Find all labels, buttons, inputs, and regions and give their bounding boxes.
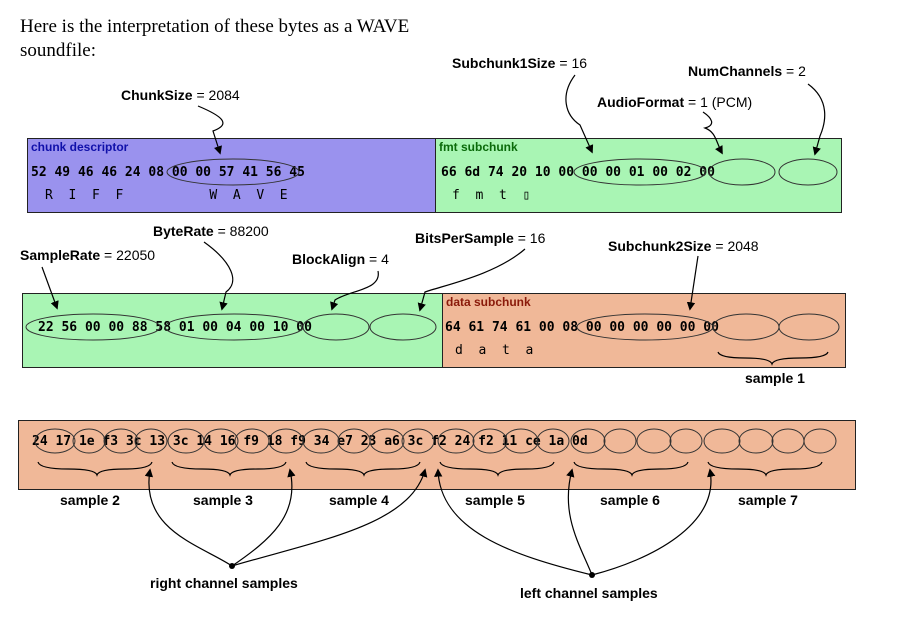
byte-ellipse (25, 313, 161, 341)
label-bits-per-sample: BitsPerSample = 16 (415, 230, 546, 246)
arrow-chunk-size (197, 105, 224, 155)
byte-ellipse (401, 428, 435, 454)
label-audio-format: AudioFormat = 1 (PCM) (597, 94, 753, 110)
label-subchunk1-size: Subchunk1Size = 16 (452, 55, 588, 71)
byte-ellipse (472, 428, 508, 454)
sample-brace (305, 461, 421, 477)
chunk-descriptor-hex: 52 49 46 46 24 08 00 00 57 41 56 45 (31, 165, 305, 180)
right-channel-arrow (231, 468, 428, 567)
byte-ellipse (778, 158, 838, 186)
arrow-byte-rate (203, 241, 234, 311)
arrow-subchunk2-size (686, 255, 699, 311)
label-num-channels: NumChannels = 2 (688, 63, 806, 79)
arrow-bits-per-sample (417, 248, 526, 312)
left-channel-arrow (566, 468, 593, 576)
byte-ellipse (503, 428, 539, 454)
sample-label: sample 6 (600, 492, 660, 508)
sample-data-box (18, 420, 856, 490)
data-subchunk-box (442, 293, 846, 368)
chunk-descriptor-box (27, 138, 436, 213)
byte-ellipse (369, 313, 437, 341)
byte-ellipse (164, 313, 304, 341)
fmt-subchunk-box (435, 138, 842, 213)
left-channel-node (589, 572, 595, 578)
left-channel-label: left channel samples (520, 585, 658, 601)
arrow-subchunk1-size (565, 74, 594, 154)
byte-ellipse (134, 428, 168, 454)
sample-label: sample 2 (60, 492, 120, 508)
byte-ellipse (573, 158, 707, 186)
label-subchunk2-size: Subchunk2Size = 2048 (608, 238, 759, 254)
data-subchunk-hex: 64 61 74 61 00 08 00 00 00 00 00 00 (445, 320, 719, 335)
byte-ellipse (103, 428, 139, 454)
byte-ellipse (72, 428, 106, 454)
byte-ellipse (337, 428, 371, 454)
arrow-sample-rate (41, 266, 59, 310)
byte-ellipse (712, 313, 780, 341)
arrow-num-channels (807, 83, 826, 156)
label-block-align: BlockAlign = 4 (292, 251, 389, 267)
left-channel-arrow (434, 468, 593, 576)
right-channel-arrow (231, 468, 296, 567)
arrow-block-align (330, 270, 379, 311)
byte-ellipse (302, 428, 340, 454)
sample-brace (439, 461, 555, 477)
byte-ellipse (203, 428, 239, 454)
byte-ellipse (302, 313, 370, 341)
right-channel-label: right channel samples (150, 575, 298, 591)
sample-brace (573, 461, 689, 477)
byte-ellipse (437, 428, 475, 454)
fmt-subchunk-caption: fmt subchunk (439, 140, 518, 154)
byte-ellipse (234, 428, 270, 454)
arrow-audio-format (702, 111, 723, 155)
sample-1-brace (717, 351, 829, 366)
sample-label: sample 3 (193, 492, 253, 508)
label-sample-rate: SampleRate = 22050 (20, 247, 156, 263)
fmt-subchunk-ascii: f m t ▯ (452, 188, 531, 203)
byte-ellipse (708, 158, 776, 186)
sample-brace (171, 461, 287, 477)
byte-ellipse (268, 428, 304, 454)
byte-ellipse (738, 428, 774, 454)
sample-label: sample 5 (465, 492, 525, 508)
fmt-subchunk-hex: 66 6d 74 20 10 00 00 00 01 00 02 00 (441, 165, 715, 180)
left-channel-arrow (591, 468, 716, 576)
byte-ellipse (703, 428, 741, 454)
byte-ellipse (167, 428, 205, 454)
byte-ellipse (636, 428, 672, 454)
byte-ellipse (778, 313, 840, 341)
right-channel-arrow (144, 468, 233, 567)
right-channel-node (229, 563, 235, 569)
data-subchunk-ascii: d a t a (455, 343, 534, 358)
sample-brace (707, 461, 823, 477)
byte-ellipse (536, 428, 570, 454)
byte-ellipse (771, 428, 805, 454)
fmt-subchunk-cont-box (22, 293, 443, 368)
chunk-descriptor-ascii: R I F F W A V E (45, 188, 288, 203)
byte-ellipse (166, 158, 300, 186)
data-subchunk-caption: data subchunk (446, 295, 531, 309)
sample-label: sample 4 (329, 492, 389, 508)
label-chunk-size: ChunkSize = 2084 (121, 87, 240, 103)
byte-ellipse (803, 428, 837, 454)
byte-ellipse (570, 428, 606, 454)
label-byte-rate: ByteRate = 88200 (153, 223, 269, 239)
intro-line-2: soundfile: (20, 40, 96, 61)
intro-line-1: Here is the interpretation of these byte… (20, 16, 410, 37)
byte-ellipse (576, 313, 714, 341)
byte-ellipse (669, 428, 703, 454)
chunk-descriptor-caption: chunk descriptor (31, 140, 129, 154)
byte-ellipse (34, 428, 76, 454)
sample-brace (37, 461, 153, 477)
byte-ellipse (369, 428, 405, 454)
sample-1-label: sample 1 (745, 370, 805, 386)
sample-label: sample 7 (738, 492, 798, 508)
byte-ellipse (603, 428, 637, 454)
